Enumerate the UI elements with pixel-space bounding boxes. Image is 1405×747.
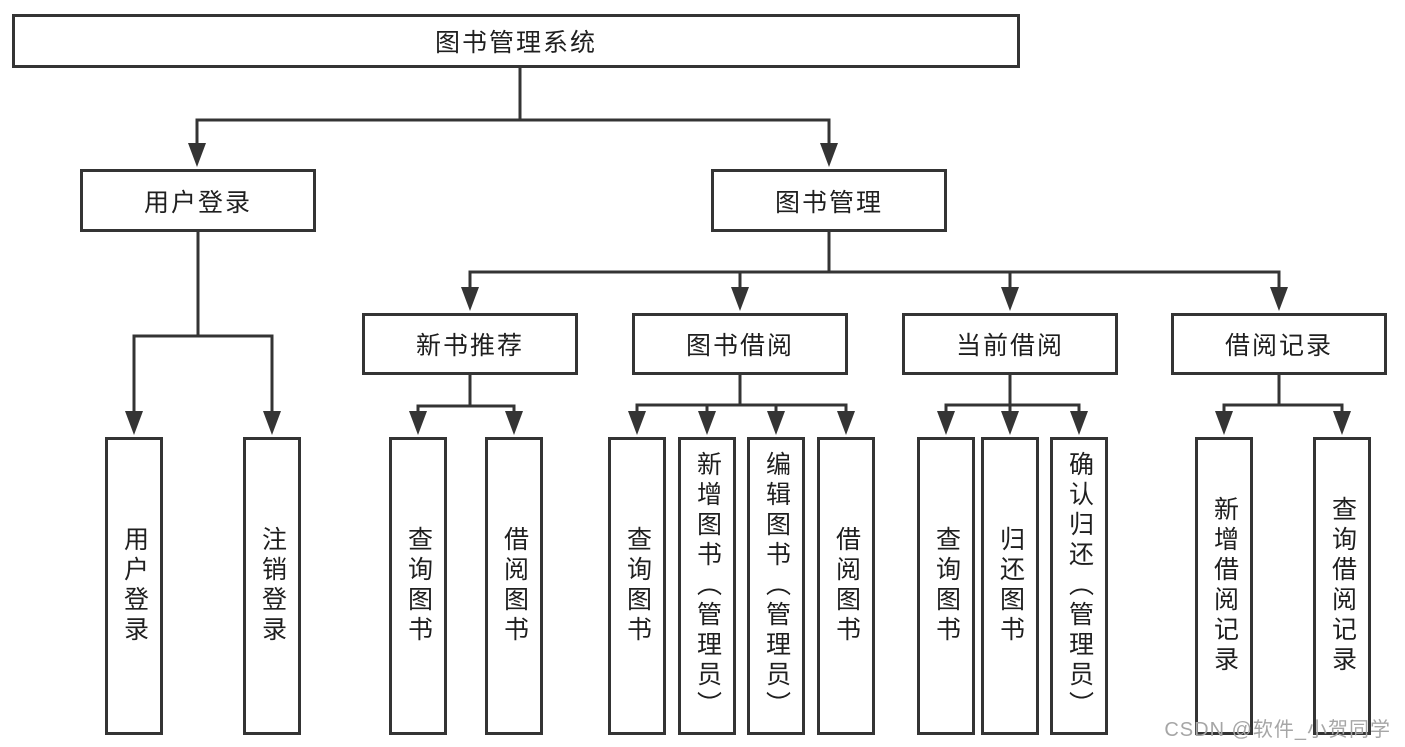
leaf-current-query-book: 查询图书	[917, 437, 975, 735]
leaf-current-query-book-label: 查询图书	[932, 526, 961, 646]
node-book-management-label: 图书管理	[774, 188, 883, 217]
node-new-book-recommend: 新书推荐	[362, 313, 578, 375]
arrow-down-icons	[125, 143, 1351, 435]
node-book-management: 图书管理	[711, 169, 947, 232]
node-book-borrowing-label: 图书借阅	[685, 332, 794, 360]
node-borrowing-records: 借阅记录	[1171, 313, 1387, 375]
leaf-return-book: 归还图书	[981, 437, 1039, 735]
leaf-user-login-label: 用户登录	[120, 526, 149, 646]
leaf-edit-book-admin: 编辑图书（管理员）	[747, 437, 805, 735]
leaf-query-borrow-record-label: 查询借阅记录	[1328, 496, 1357, 676]
node-current-borrowing-label: 当前借阅	[955, 332, 1064, 360]
leaf-logout: 注销登录	[243, 437, 301, 735]
node-root: 图书管理系统	[12, 14, 1020, 68]
csdn-watermark: CSDN @软件_小贺同学	[1164, 719, 1391, 741]
leaf-recommend-borrow-book: 借阅图书	[485, 437, 543, 735]
leaf-confirm-return-admin: 确认归还（管理员）	[1050, 437, 1108, 735]
leaf-borrowing-query-book-label: 查询图书	[623, 526, 652, 646]
leaf-edit-book-admin-label: 编辑图书（管理员）	[762, 451, 791, 721]
node-borrowing-records-label: 借阅记录	[1224, 332, 1333, 360]
node-user-login-label: 用户登录	[143, 188, 252, 217]
leaf-user-login: 用户登录	[105, 437, 163, 735]
leaf-logout-label: 注销登录	[258, 526, 287, 646]
leaf-add-book-admin-label: 新增图书（管理员）	[693, 451, 722, 721]
leaf-borrowing-query-book: 查询图书	[608, 437, 666, 735]
leaf-recommend-borrow-book-label: 借阅图书	[500, 526, 529, 646]
leaf-borrowing-borrow-book-label: 借阅图书	[832, 526, 861, 646]
node-user-login: 用户登录	[80, 169, 316, 232]
leaf-recommend-query-book: 查询图书	[389, 437, 447, 735]
leaf-confirm-return-admin-label: 确认归还（管理员）	[1065, 451, 1094, 721]
node-new-book-recommend-label: 新书推荐	[415, 332, 524, 360]
leaf-add-borrow-record: 新增借阅记录	[1195, 437, 1253, 735]
leaf-borrowing-borrow-book: 借阅图书	[817, 437, 875, 735]
node-book-borrowing: 图书借阅	[632, 313, 848, 375]
leaf-add-book-admin: 新增图书（管理员）	[678, 437, 736, 735]
node-root-label: 图书管理系统	[434, 29, 597, 57]
leaf-recommend-query-book-label: 查询图书	[404, 526, 433, 646]
leaf-return-book-label: 归还图书	[996, 526, 1025, 646]
leaf-query-borrow-record: 查询借阅记录	[1313, 437, 1371, 735]
node-current-borrowing: 当前借阅	[902, 313, 1118, 375]
leaf-add-borrow-record-label: 新增借阅记录	[1210, 496, 1239, 676]
